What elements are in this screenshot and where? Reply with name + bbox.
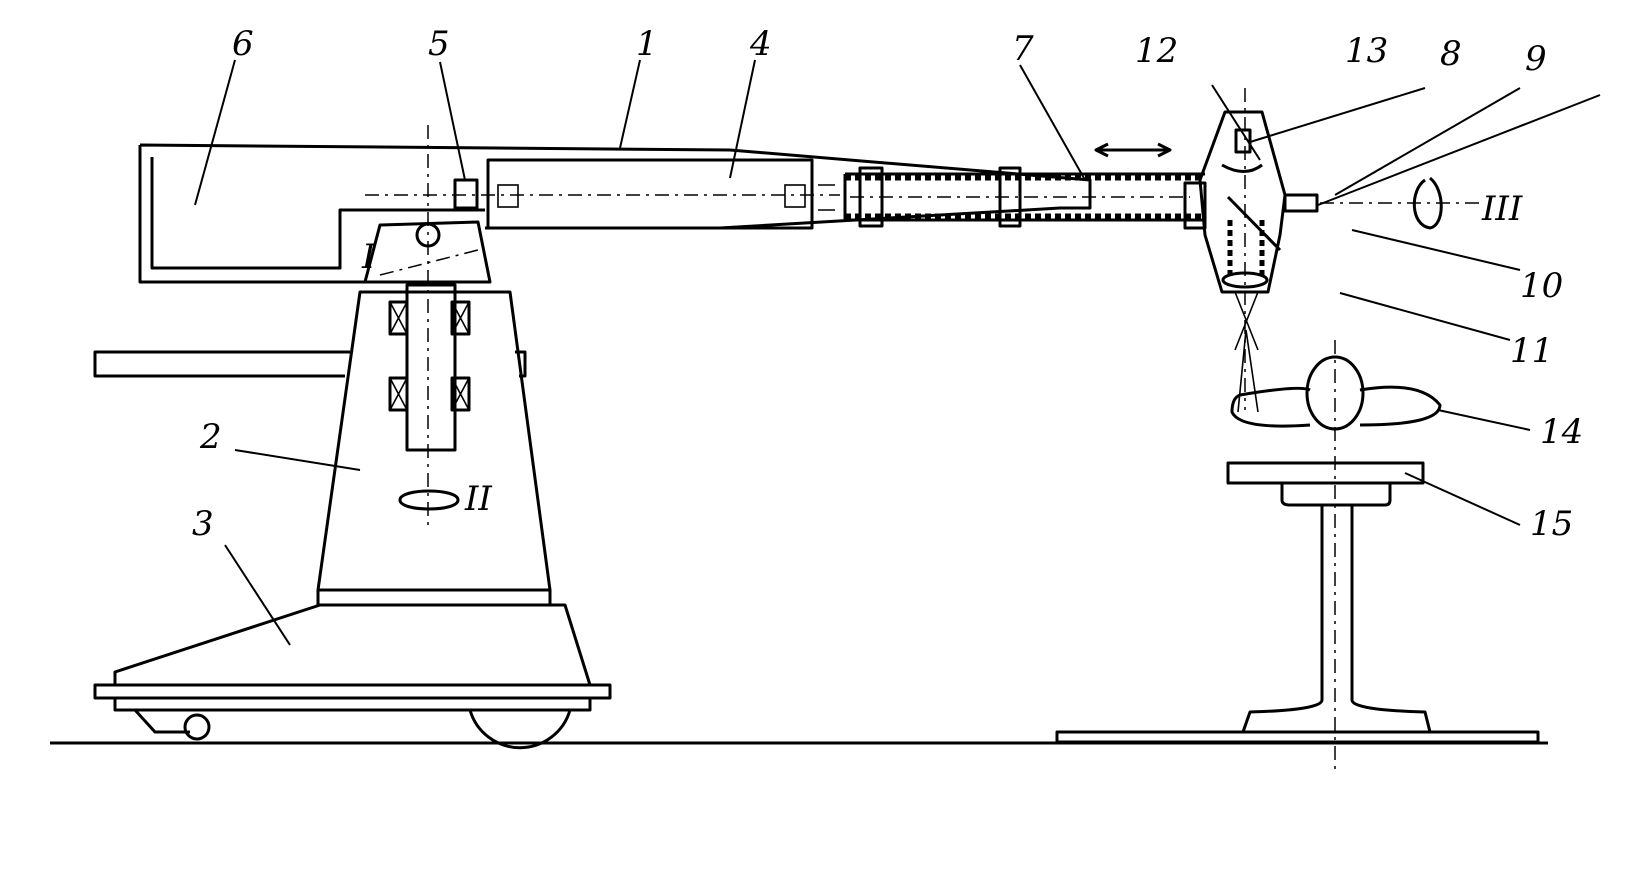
label-axis-iii: III bbox=[1481, 189, 1523, 229]
telescopic-tube[interactable] bbox=[843, 172, 1205, 222]
label-axis-ii: II bbox=[464, 479, 492, 519]
patient bbox=[1230, 385, 1442, 428]
platform bbox=[93, 683, 612, 700]
label-10: 10 bbox=[1520, 266, 1563, 306]
shaft bbox=[405, 283, 457, 452]
caster bbox=[133, 708, 190, 734]
label-5: 5 bbox=[428, 24, 450, 64]
rod bbox=[1283, 193, 1319, 213]
label-7: 7 bbox=[1012, 29, 1034, 69]
generator-compartment bbox=[150, 157, 485, 270]
wheel bbox=[468, 709, 572, 750]
leader-lines bbox=[194, 59, 1601, 646]
label-8: 8 bbox=[1440, 34, 1462, 74]
label-axis-i: I bbox=[361, 237, 376, 277]
bearings bbox=[388, 300, 471, 412]
table-top bbox=[1226, 461, 1425, 485]
column bbox=[316, 290, 552, 592]
label-4: 4 bbox=[749, 24, 772, 64]
pivot-housing bbox=[363, 220, 492, 284]
label-13: 13 bbox=[1345, 31, 1388, 71]
label-12: 12 bbox=[1135, 31, 1178, 71]
base bbox=[113, 603, 592, 687]
label-6: 6 bbox=[232, 24, 254, 64]
label-1: 1 bbox=[636, 24, 658, 64]
label-11: 11 bbox=[1510, 331, 1553, 371]
label-2: 2 bbox=[199, 417, 222, 457]
label-3: 3 bbox=[192, 504, 214, 544]
laser-beam bbox=[1234, 291, 1259, 413]
rotation-arrow-iii bbox=[1412, 176, 1443, 230]
slide-arrow bbox=[1094, 142, 1172, 158]
table-pedestal bbox=[1241, 505, 1432, 734]
beam-splitter bbox=[1226, 195, 1282, 252]
optical-head[interactable] bbox=[1198, 110, 1287, 294]
laser-tube bbox=[486, 158, 814, 230]
label-15: 15 bbox=[1530, 504, 1573, 544]
mirror-block bbox=[453, 178, 479, 210]
handle-bar[interactable] bbox=[93, 350, 527, 378]
label-9: 9 bbox=[1525, 39, 1547, 79]
label-14: 14 bbox=[1540, 412, 1583, 452]
rotation-arrow-ii bbox=[398, 489, 460, 511]
